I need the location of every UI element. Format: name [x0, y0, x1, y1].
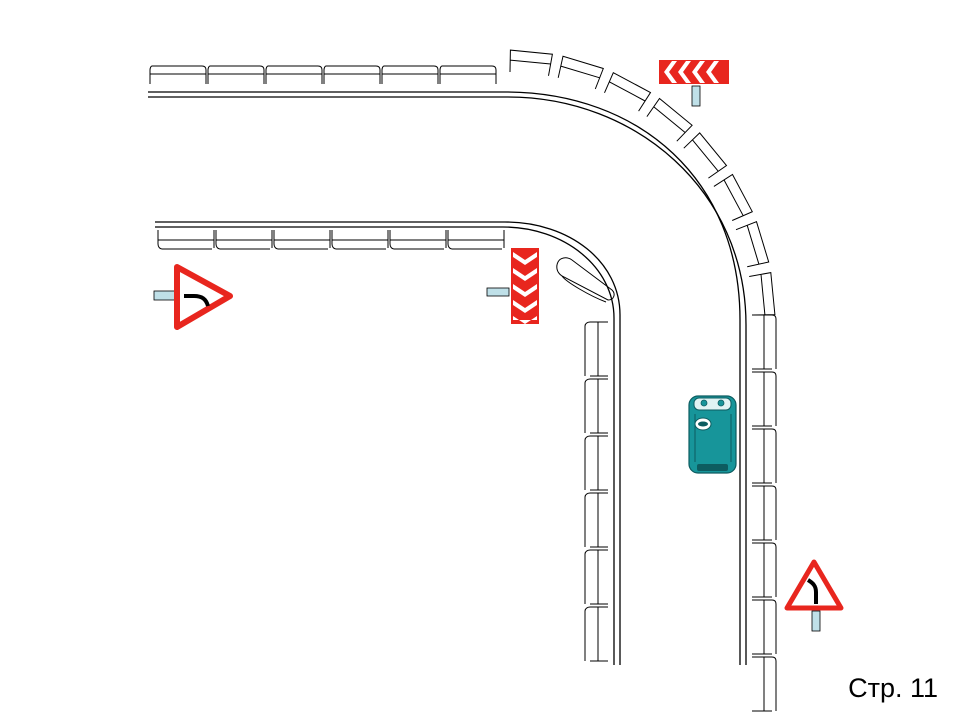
curb-stone [584, 378, 608, 434]
curb-stone [752, 485, 777, 541]
curb-stone [752, 599, 777, 655]
sign-post [811, 610, 821, 632]
curb-stone [557, 55, 604, 90]
sign-post [691, 85, 701, 107]
curb-stone [265, 65, 323, 84]
curb-stone [509, 49, 553, 76]
curb-stone [157, 230, 215, 250]
curb-stone [584, 549, 608, 605]
sign-post [486, 287, 510, 297]
curb-stone [331, 230, 389, 250]
curb-stone [584, 606, 608, 662]
curb-stone [207, 65, 265, 84]
curb-stone [584, 435, 608, 491]
chevron-left-icon [664, 61, 719, 83]
curve-arrow-icon [184, 294, 210, 307]
curb-stone [683, 132, 728, 179]
outer-road-edge [148, 91, 747, 665]
curb-stones [149, 49, 777, 712]
curve-arrow-icon [806, 578, 818, 604]
curb-stone [646, 97, 693, 142]
chevron-board-top [659, 60, 729, 107]
curb-stone [713, 173, 753, 221]
car [688, 395, 737, 474]
chevron-board-inner [486, 248, 539, 324]
curb-stone [752, 542, 777, 598]
curb-stone [215, 230, 273, 250]
chevron-down-icon [513, 252, 537, 324]
inner-edge-line-2 [155, 226, 615, 665]
page-number: Стр. 11 [848, 673, 938, 703]
curb-stone [323, 65, 381, 84]
curb-stone [273, 230, 331, 250]
curve-warning-sign-right [784, 559, 844, 632]
curb-stone [752, 371, 777, 427]
curb-stone [604, 72, 652, 112]
curve-warning-sign-left [153, 264, 233, 330]
curb-stone [149, 65, 207, 84]
curb-stone [389, 230, 447, 250]
inner-road-edge [155, 221, 621, 665]
curb-stone [447, 230, 505, 250]
outer-edge-line-2 [148, 96, 747, 665]
curb-stone [439, 65, 497, 84]
outer-edge-line-1 [148, 91, 741, 665]
curb-stone [584, 492, 608, 548]
curb-stone [752, 428, 777, 484]
curb-stone [735, 221, 770, 268]
car-top-view-icon [688, 395, 737, 474]
curb-stone [749, 272, 776, 316]
curb-stone [584, 321, 608, 377]
inner-corner-curb [556, 257, 615, 303]
curb-stone [381, 65, 439, 84]
inner-edge-line-1 [155, 221, 621, 665]
curb-stone [752, 656, 777, 712]
curb-stone [752, 314, 777, 370]
